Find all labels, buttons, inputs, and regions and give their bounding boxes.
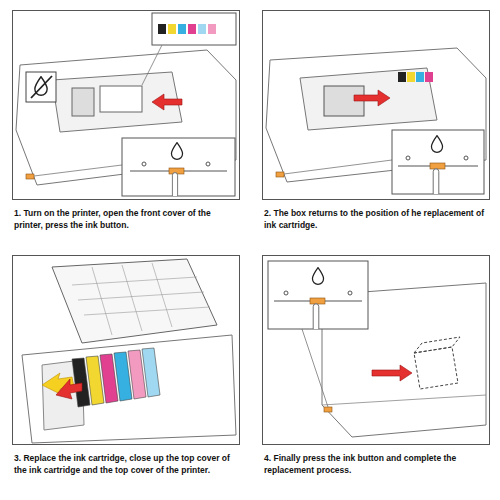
instruction-panel: 2. The box returns to the position of he…: [262, 10, 490, 233]
panel-frame: [262, 10, 490, 200]
panel-three-art: [22, 259, 236, 443]
step-caption: 3. Replace the ink cartridge, close up t…: [12, 452, 240, 476]
panel-frame: [12, 255, 240, 445]
instruction-panel: 3. Replace the ink cartridge, close up t…: [12, 255, 240, 478]
panel-four-art: [268, 261, 486, 437]
panel-two-art: [266, 48, 486, 194]
instruction-panel: 1. Turn on the printer, open the front c…: [12, 10, 240, 233]
panel-one-art: [16, 13, 236, 196]
panel-frame: [12, 10, 240, 200]
instruction-panel: 4. Finally press the ink button and comp…: [262, 255, 490, 478]
step-caption: 4. Finally press the ink button and comp…: [262, 452, 490, 476]
step-caption: 2. The box returns to the position of he…: [262, 207, 490, 231]
step-caption: 1. Turn on the printer, open the front c…: [12, 207, 240, 231]
panel-frame: [262, 255, 490, 445]
